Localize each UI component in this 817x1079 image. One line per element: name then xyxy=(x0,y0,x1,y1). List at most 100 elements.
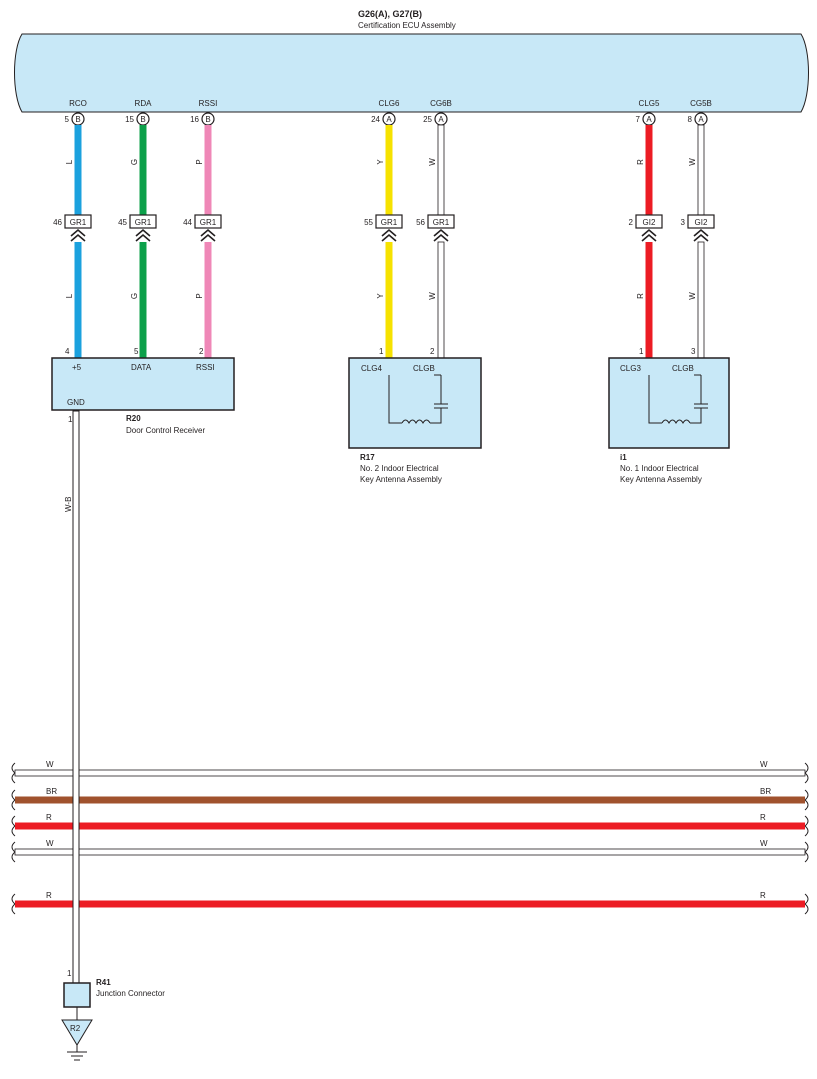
wire-color-label: W xyxy=(428,158,437,166)
r20-pin-5: 5 xyxy=(134,347,139,356)
ecu-pin-name-clg6: CLG6 xyxy=(379,99,400,108)
r17-code: R17 xyxy=(360,453,375,462)
r17-box xyxy=(348,357,482,449)
ecu-pin-number: 15 xyxy=(125,115,134,124)
i1-pin-3: 3 xyxy=(691,347,696,356)
bus-break-right-icon xyxy=(804,815,809,837)
ecu-pin-name-clg5: CLG5 xyxy=(639,99,660,108)
wire-color-label: W xyxy=(688,158,697,166)
ecu-connector-letter: B xyxy=(205,115,210,124)
inline-connector-code: GI2 xyxy=(695,218,708,227)
bus-label-right: BR xyxy=(760,787,771,796)
r17-pin-name-clgb: CLGB xyxy=(413,364,435,373)
bus-label-left: R xyxy=(46,891,52,900)
r17-pin-2: 2 xyxy=(430,347,435,356)
inline-connector-box xyxy=(129,214,157,229)
r41-box xyxy=(63,982,91,1008)
wire-color-label: W xyxy=(688,292,697,300)
ecu-pin-number: 16 xyxy=(190,115,199,124)
ecu-pin-number: 8 xyxy=(688,115,693,124)
inline-connector-pin: 55 xyxy=(364,218,373,227)
inline-connector-code: GI2 xyxy=(643,218,656,227)
wire-color-label: Y xyxy=(376,159,385,165)
inline-connector-pin: 2 xyxy=(629,218,634,227)
bus-break-right-icon xyxy=(804,841,809,863)
wire-upper-w xyxy=(437,124,445,216)
inline-connector-pin: 44 xyxy=(183,218,192,227)
i1-name-line1: No. 1 Indoor Electrical xyxy=(620,464,699,473)
inline-connector-box xyxy=(635,214,663,229)
inline-connector-box xyxy=(194,214,222,229)
bus-break-right-icon xyxy=(804,893,809,915)
r41-name: Junction Connector xyxy=(96,989,165,998)
wire-lower-r xyxy=(645,242,653,358)
connector-chevron-icon xyxy=(135,228,151,242)
r17-pin-name-clg4: CLG4 xyxy=(361,364,382,373)
inline-connector-code: GR1 xyxy=(70,218,87,227)
bus-label-left: W xyxy=(46,760,54,769)
ecu-pin-number: 24 xyxy=(371,115,380,124)
i1-box xyxy=(608,357,730,449)
connector-chevron-icon xyxy=(433,228,449,242)
i1-pin-1: 1 xyxy=(639,347,644,356)
bus-label-right: W xyxy=(760,839,768,848)
bus-break-left-icon xyxy=(11,789,16,811)
wire-lower-y xyxy=(385,242,393,358)
r17-name-line1: No. 2 Indoor Electrical xyxy=(360,464,439,473)
r20-pin-name-plus5: +5 xyxy=(72,363,82,372)
ecu-pin-number: 25 xyxy=(423,115,432,124)
r20-gnd-pin-num: 1 xyxy=(68,415,73,424)
wire-color-label: R xyxy=(636,159,645,165)
ground-icon xyxy=(67,1045,87,1061)
inline-connector-box xyxy=(427,214,455,229)
r20-pin-name-data: DATA xyxy=(131,363,152,372)
ecu-code: G26(A), G27(B) xyxy=(358,9,422,19)
connector-chevron-icon xyxy=(641,228,657,242)
bus-label-left: BR xyxy=(46,787,57,796)
bus-break-left-icon xyxy=(11,841,16,863)
wire-lower-p xyxy=(204,242,212,358)
wire-color-label: G xyxy=(130,293,139,299)
ground-point-label: R2 xyxy=(70,1024,81,1033)
wire-color-label: L xyxy=(65,159,74,164)
inline-connector-box xyxy=(687,214,715,229)
ecu-name: Certification ECU Assembly xyxy=(358,21,456,30)
ecu-pin-number: 7 xyxy=(636,115,641,124)
wire-color-label: Y xyxy=(376,293,385,299)
wire-upper-w xyxy=(697,124,705,216)
inline-connector-pin: 56 xyxy=(416,218,425,227)
ecu-connector-letter: A xyxy=(386,115,392,124)
i1-pin-name-clgb: CLGB xyxy=(672,364,694,373)
r20-pin-2: 2 xyxy=(199,347,204,356)
ecu-pin-name-cg6b: CG6B xyxy=(430,99,452,108)
wire-color-label: P xyxy=(195,159,204,164)
wire-lower-w xyxy=(697,241,705,359)
wire-lower-w xyxy=(437,241,445,359)
r17-name-line2: Key Antenna Assembly xyxy=(360,475,442,484)
bus-label-left: R xyxy=(46,813,52,822)
ecu-body xyxy=(14,33,809,113)
inline-connector-pin: 46 xyxy=(53,218,62,227)
wire-lower-g xyxy=(139,242,147,358)
bus-wire-r xyxy=(15,822,805,830)
ecu-pin-name-rda: RDA xyxy=(135,99,153,108)
bus-label-left: W xyxy=(46,839,54,848)
bus-wire-w xyxy=(14,848,806,856)
ground-wire-label: W-B xyxy=(64,497,73,512)
bus-label-right: W xyxy=(760,760,768,769)
r41-pin: 1 xyxy=(67,969,72,978)
ecu-pin-name-cg5b: CG5B xyxy=(690,99,712,108)
r20-code: R20 xyxy=(126,414,141,423)
inline-connector-code: GR1 xyxy=(135,218,152,227)
connector-chevron-icon xyxy=(200,228,216,242)
bus-break-right-icon xyxy=(804,762,809,784)
r17-pin-1: 1 xyxy=(379,347,384,356)
inline-connector-pin: 3 xyxy=(681,218,686,227)
ecu-connector-letter: A xyxy=(698,115,704,124)
ecu-pins: RCOB5RDAB15RSSIB16CLG6A24CG6BA25CLG5A7CG… xyxy=(65,99,712,126)
r20-pin-name-gnd: GND xyxy=(67,398,85,407)
